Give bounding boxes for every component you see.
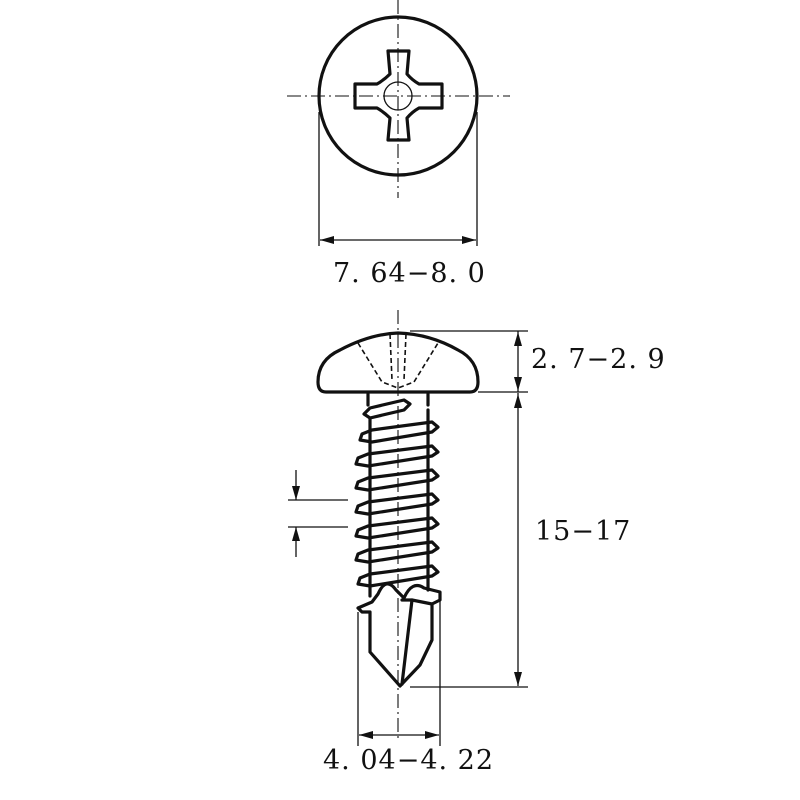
arrow-left-icon	[359, 731, 373, 739]
height-dimensions	[410, 330, 528, 688]
arrow-up-icon	[514, 394, 522, 408]
drill-diameter-label: 4. 04−4. 22	[323, 745, 495, 776]
arrow-left-icon	[320, 236, 334, 244]
phillips-recess-icon	[353, 49, 444, 142]
head-diameter-label: 7. 64−8. 0	[333, 258, 486, 289]
drill-diameter-dimension	[357, 600, 441, 746]
recess-center-circle	[383, 81, 413, 111]
thread-pitch-dimension	[288, 470, 348, 557]
recess-hidden-line	[403, 333, 407, 381]
recess-hidden-line	[389, 333, 393, 381]
drill-point	[356, 582, 442, 688]
arrow-down-icon	[514, 672, 522, 686]
head-height-label: 2. 7−2. 9	[531, 344, 666, 375]
arrow-up-icon	[514, 332, 522, 346]
pan-head-outline	[316, 331, 480, 394]
arrow-down-icon	[514, 377, 522, 391]
thread-group	[354, 398, 440, 598]
arrow-right-icon	[425, 731, 439, 739]
head-outline-circle	[317, 15, 479, 177]
shank-length-label: 15−17	[535, 516, 632, 547]
top-view	[287, 0, 510, 246]
arrow-right-icon	[462, 236, 476, 244]
side-view	[288, 310, 528, 746]
arrow-up-icon	[292, 527, 300, 541]
arrow-down-icon	[292, 486, 300, 500]
